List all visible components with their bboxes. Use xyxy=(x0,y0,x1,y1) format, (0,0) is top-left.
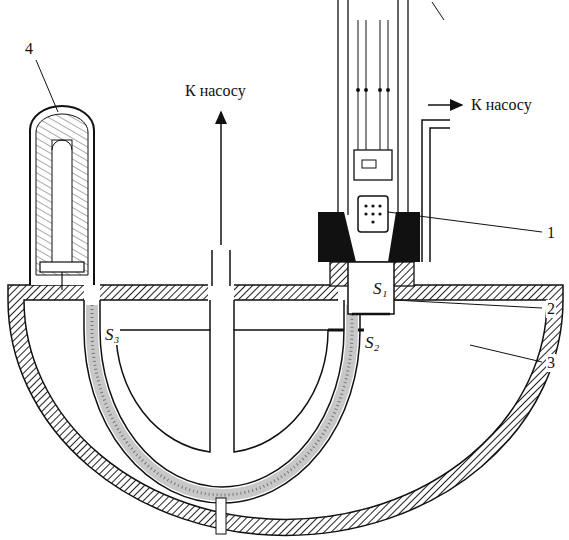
slit-label: S₁ xyxy=(372,280,388,299)
bottom-slit xyxy=(216,498,226,534)
analyzer-wall xyxy=(84,300,360,503)
pump-arrow xyxy=(220,112,222,245)
detector xyxy=(30,106,94,285)
callout-number: 3 xyxy=(546,354,556,372)
ion-path-dots xyxy=(92,305,352,495)
ion-chamber xyxy=(358,196,388,232)
analyzer-wall xyxy=(100,300,344,487)
slit-label: S₂ xyxy=(364,334,380,353)
pump-opening xyxy=(208,284,234,301)
slit-s3 xyxy=(84,284,100,301)
magnet-pole xyxy=(234,330,328,452)
electrode-leads xyxy=(358,20,388,150)
accelerating-cylinder xyxy=(348,262,394,314)
pump-label: К насосу xyxy=(470,96,533,114)
slit-s2-plate xyxy=(328,329,344,332)
slit-label: S₃ xyxy=(104,326,120,345)
source-cone xyxy=(318,212,356,262)
leader-line xyxy=(36,60,542,362)
magnet-pole xyxy=(116,330,210,452)
callout-number: 2 xyxy=(546,300,556,318)
callout-number: 4 xyxy=(24,40,34,58)
housing xyxy=(8,285,563,535)
source-cone xyxy=(388,212,420,262)
pump-arrow xyxy=(428,104,462,106)
pump-label: К насосу xyxy=(184,82,247,100)
ion-path-band xyxy=(92,305,352,495)
callout-number: 1 xyxy=(546,224,556,242)
lead-dots xyxy=(356,88,390,92)
